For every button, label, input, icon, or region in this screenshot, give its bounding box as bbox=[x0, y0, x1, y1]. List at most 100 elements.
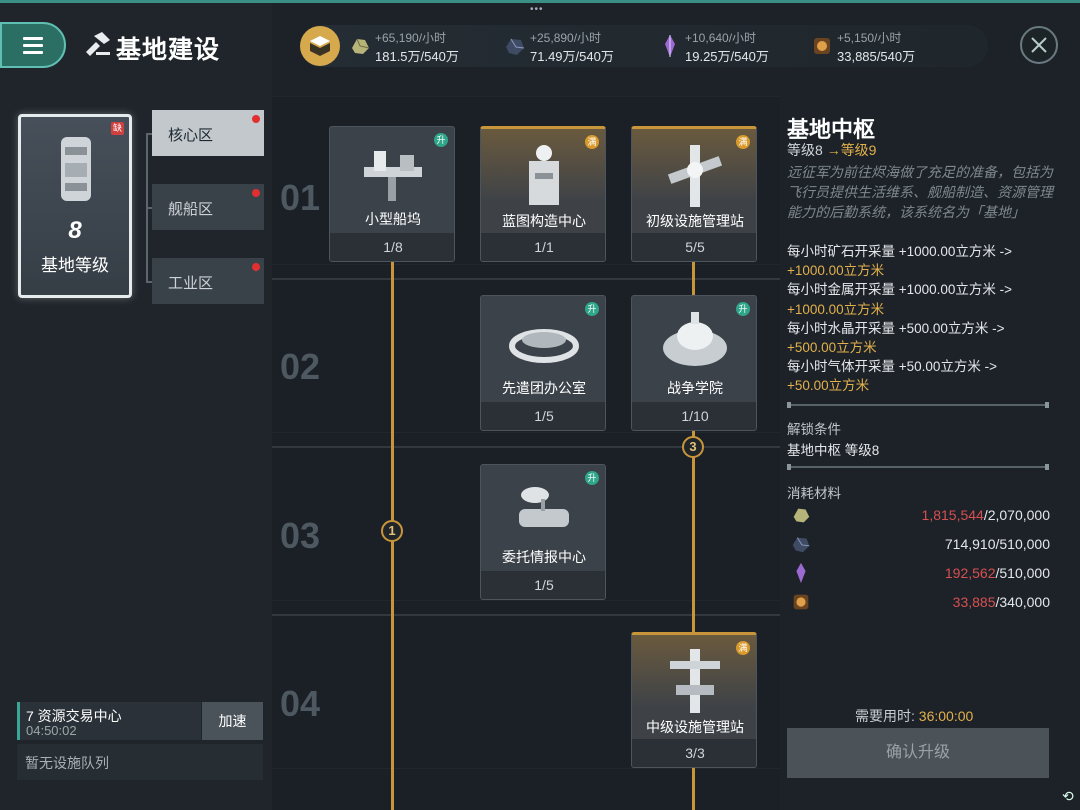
resource-box-icon[interactable] bbox=[300, 26, 340, 66]
speed-up-button[interactable]: 加速 bbox=[202, 702, 263, 740]
queue-item[interactable]: 7 资源交易中心 04:50:02 bbox=[17, 702, 201, 740]
building-vanguard-office[interactable]: 升 先遣团办公室 1/5 bbox=[480, 295, 606, 431]
required-time: 需要用时: 36:00:00 bbox=[855, 706, 973, 726]
tab-ship-zone[interactable]: 舰船区 bbox=[152, 184, 264, 230]
upgrade-tag: 升 bbox=[585, 471, 599, 485]
material-have: 33,885 bbox=[952, 594, 996, 610]
page-title: 基地建设 bbox=[116, 36, 221, 64]
material-amount: 33,885/340,000 bbox=[953, 594, 1050, 610]
tree-connector bbox=[692, 768, 695, 810]
top-accent-line bbox=[0, 0, 1080, 3]
tab-label: 工业区 bbox=[168, 275, 214, 292]
building-name: 中级设施管理站 bbox=[646, 719, 744, 735]
base-core-icon bbox=[61, 137, 91, 201]
zone-tree-branch bbox=[146, 133, 152, 135]
upgrade-tag: 升 bbox=[434, 133, 448, 147]
maxed-tag: 满 bbox=[736, 641, 750, 655]
effect-value: +1000.00立方米 bbox=[787, 301, 885, 317]
section-divider bbox=[787, 402, 1049, 408]
time-value: 36:00:00 bbox=[918, 708, 974, 724]
level-current: 等级8 bbox=[787, 142, 823, 158]
building-count: 1/8 bbox=[330, 233, 454, 261]
maxed-tag: 满 bbox=[736, 135, 750, 149]
building-name: 委托情报中心 bbox=[502, 549, 586, 565]
academy-icon bbox=[663, 312, 727, 366]
resource-rate: +10,640/小时 bbox=[685, 31, 757, 45]
building-name: 先遣团办公室 bbox=[502, 380, 586, 396]
menu-button[interactable] bbox=[0, 22, 66, 68]
building-primary-management[interactable]: 满 初级设施管理站 5/5 bbox=[631, 126, 757, 262]
row-number: 01 bbox=[280, 177, 321, 218]
notification-dot bbox=[252, 115, 260, 123]
effect-value: +50.00立方米 bbox=[787, 378, 870, 394]
material-row-crystal: 192,562/510,000 bbox=[787, 560, 1050, 586]
base-level-card[interactable]: 缺 8 基地等级 bbox=[18, 114, 132, 298]
effect-value: +500.00立方米 bbox=[787, 340, 877, 356]
building-war-academy[interactable]: 升 战争学院 1/10 bbox=[631, 295, 757, 431]
notification-dot bbox=[252, 189, 260, 197]
materials-label: 消耗材料 bbox=[787, 486, 841, 501]
building-name: 蓝图构造中心 bbox=[502, 213, 586, 229]
tab-industry-zone[interactable]: 工业区 bbox=[152, 258, 264, 304]
base-level-number: 8 bbox=[68, 217, 82, 244]
detail-level: 等级8 →等级9 bbox=[787, 140, 876, 160]
row-number: 04 bbox=[280, 683, 321, 724]
missing-badge: 缺 bbox=[111, 122, 124, 135]
building-count: 5/5 bbox=[632, 233, 756, 261]
effect-label: 每小时金属开采量 +1000.00立方米 -> bbox=[787, 282, 1013, 298]
unlock-label: 解锁条件 bbox=[787, 422, 841, 437]
tree-connector bbox=[692, 262, 695, 296]
row-divider bbox=[272, 446, 780, 448]
effect-label: 每小时矿石开采量 +1000.00立方米 -> bbox=[787, 244, 1013, 259]
level-next: →等级9 bbox=[826, 142, 877, 158]
branch-marker: 3 bbox=[682, 436, 704, 458]
close-button[interactable] bbox=[1020, 26, 1058, 64]
metal-icon bbox=[792, 537, 810, 553]
material-need: /2,070,000 bbox=[983, 507, 1050, 523]
upgrade-tag: 升 bbox=[585, 302, 599, 316]
building-intermediate-management[interactable]: 满 中级设施管理站 3/3 bbox=[631, 632, 757, 768]
building-count: 1/10 bbox=[632, 402, 756, 430]
building-count: 3/3 bbox=[632, 739, 756, 767]
row-divider bbox=[272, 278, 780, 280]
resource-amount: 19.25万/540万 bbox=[685, 49, 769, 64]
tab-label: 舰船区 bbox=[168, 201, 214, 218]
material-have: 192,562 bbox=[944, 565, 996, 581]
building-count: 1/1 bbox=[481, 233, 605, 261]
station-icon bbox=[670, 649, 720, 713]
material-need: /340,000 bbox=[995, 594, 1051, 610]
building-name: 初级设施管理站 bbox=[646, 213, 744, 229]
building-count: 1/5 bbox=[481, 402, 605, 430]
tree-connector bbox=[692, 430, 695, 632]
blueprint-center-icon bbox=[529, 145, 559, 205]
building-intel-center[interactable]: 升 委托情报中心 1/5 bbox=[480, 464, 606, 600]
resource-amount: 181.5万/540万 bbox=[375, 49, 459, 64]
tab-core-zone[interactable]: 核心区 bbox=[152, 110, 264, 156]
satellite-dish-icon bbox=[519, 487, 569, 527]
building-blueprint-center[interactable]: 满 蓝图构造中心 1/1 bbox=[480, 126, 606, 262]
upgrade-tag: 升 bbox=[736, 302, 750, 316]
tab-label: 核心区 bbox=[168, 127, 214, 144]
hammer-icon bbox=[86, 32, 110, 56]
drag-handle-icon[interactable]: ••• bbox=[530, 4, 544, 15]
base-level-label: 基地等级 bbox=[41, 256, 109, 275]
confirm-upgrade-button[interactable]: 确认升级 bbox=[787, 728, 1049, 778]
material-have: 1,815,544 bbox=[921, 507, 984, 523]
zone-tree-branch bbox=[146, 281, 152, 283]
material-row-metal: 714,910/510,000 bbox=[787, 531, 1050, 557]
section-divider bbox=[787, 464, 1049, 470]
maxed-tag: 满 bbox=[585, 135, 599, 149]
metal-icon bbox=[506, 38, 525, 55]
queue-item-name: 7 资源交易中心 bbox=[26, 708, 122, 724]
notification-dot bbox=[252, 263, 260, 271]
material-have: 714,910 bbox=[944, 536, 996, 552]
material-amount: 1,815,544/2,070,000 bbox=[922, 507, 1050, 523]
building-small-dock[interactable]: 升 小型船坞 1/8 bbox=[329, 126, 455, 262]
time-label: 需要用时: bbox=[855, 708, 915, 724]
material-row-ore: 1,815,544/2,070,000 bbox=[787, 502, 1050, 528]
building-name: 小型船坞 bbox=[365, 211, 421, 227]
resource-amount: 33,885/540万 bbox=[837, 49, 916, 64]
effect-label: 每小时水晶开采量 +500.00立方米 -> bbox=[787, 320, 1005, 336]
resource-rate: +65,190/小时 bbox=[375, 31, 447, 45]
resource-bar bbox=[300, 25, 988, 67]
